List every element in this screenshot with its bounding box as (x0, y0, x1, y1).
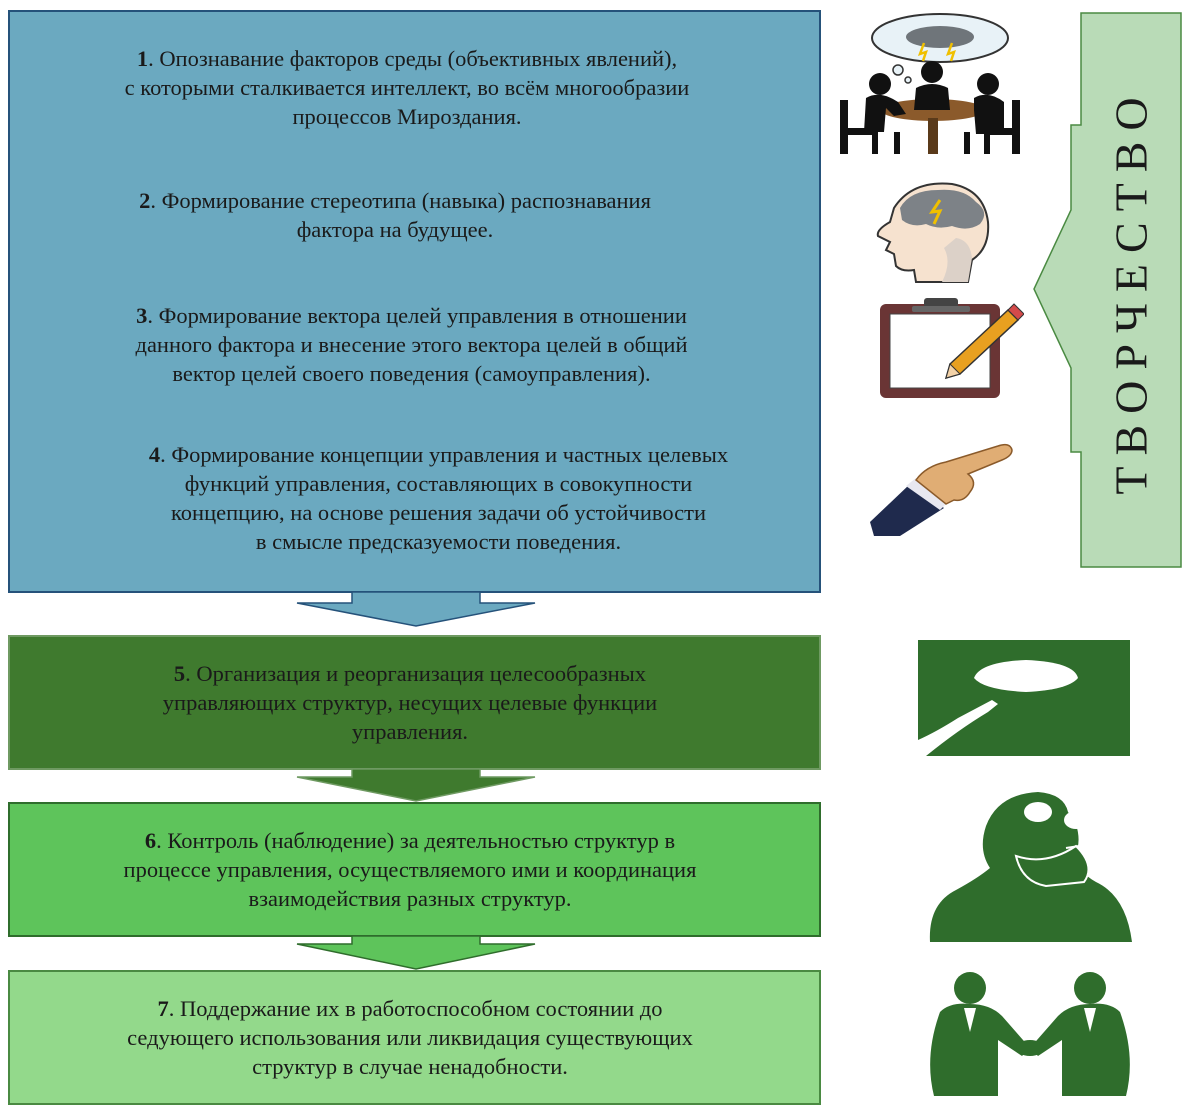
step-4-text: 4. Формирование концепции управления и ч… (148, 442, 729, 554)
step-2-text: 2. Формирование стереотипа (навыка) расп… (139, 188, 651, 242)
binoculars-person-icon (926, 786, 1136, 942)
step-7-text: 7. Поддержание их в работоспособном сост… (127, 996, 693, 1079)
head-lightning-icon (872, 178, 996, 286)
person-silhouette-icon (918, 640, 1130, 756)
stage-box-cognition (8, 10, 821, 593)
step-6-text: 6. Контроль (наблюдение) за деятельность… (123, 828, 697, 911)
thinking-people-icon (828, 10, 1032, 160)
stage-box-maintenance (8, 970, 821, 1105)
down-arrow-1 (296, 591, 536, 627)
step-3-text: 3. Формирование вектора целей управления… (135, 303, 688, 386)
handshake-icon (914, 968, 1140, 1096)
down-arrow-3 (296, 935, 536, 970)
creativity-label: ТВОРЧЕСТВО (1105, 85, 1157, 495)
pointing-hand-icon (866, 440, 1026, 536)
clipboard-pencil-icon (876, 296, 1024, 402)
stage-box-organization (8, 635, 821, 770)
step-5-text: 5. Организация и реорганизация целесообр… (162, 661, 658, 744)
step-1-text: 1. Опознавание факторов среды (объективн… (124, 46, 690, 129)
down-arrow-2 (296, 768, 536, 802)
